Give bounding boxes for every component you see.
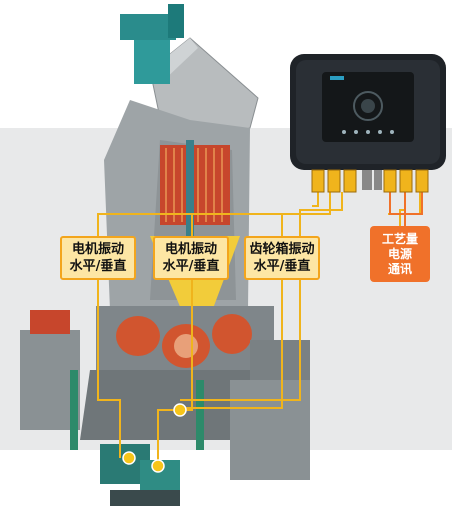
side-box-line3: 通讯 [387,261,412,276]
label-line1: 电机振动 [164,242,217,257]
label-line2: 水平/垂直 [69,259,127,274]
sensor-point [122,451,136,465]
side-box-line1: 工艺量 [381,231,418,246]
sensor-points [122,403,187,473]
label-line2: 水平/垂直 [253,259,311,274]
process-power-comm-box: 工艺量 电源 通讯 [370,226,430,282]
label-motor-vibration-1: 电机振动 水平/垂直 [60,236,136,280]
vertical-mill [20,4,310,506]
label-line1: 齿轮箱振动 [249,242,315,257]
sensor-point [173,403,187,417]
label-motor-vibration-2: 电机振动 水平/垂直 [153,236,229,280]
side-box-line2: 电源 [387,246,412,261]
sensor-point [151,459,165,473]
label-gearbox-vibration: 齿轮箱振动 水平/垂直 [244,236,320,280]
label-line2: 水平/垂直 [162,259,220,274]
label-line1: 电机振动 [71,242,124,257]
monitor-device [290,54,446,193]
